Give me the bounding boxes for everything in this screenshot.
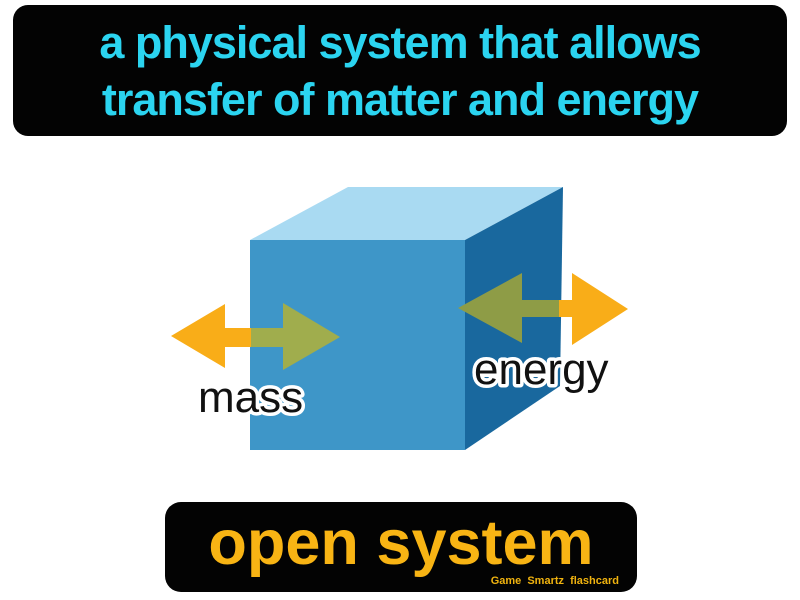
cube-top-face — [250, 187, 563, 240]
energy-label: energy — [474, 345, 609, 394]
definition-banner: a physical system that allows transfer o… — [13, 5, 787, 136]
credit-text: Game Smartz flashcard — [490, 575, 619, 587]
mass-arrow-inner-olive — [251, 303, 340, 370]
mass-arrow — [171, 303, 340, 370]
definition-line-2: transfer of matter and energy — [101, 73, 699, 125]
term-banner: open system Game Smartz flashcard — [165, 502, 637, 592]
term-text: open system — [208, 508, 594, 578]
definition-line-1: a physical system that allows — [99, 16, 701, 68]
energy-arrow-inner-olive — [458, 273, 559, 343]
energy-arrow-outer-gold — [559, 273, 628, 345]
cube-front-face — [250, 240, 465, 450]
mass-label: mass — [198, 373, 303, 422]
mass-arrow-outer-gold — [171, 304, 251, 368]
energy-arrow — [458, 273, 628, 345]
